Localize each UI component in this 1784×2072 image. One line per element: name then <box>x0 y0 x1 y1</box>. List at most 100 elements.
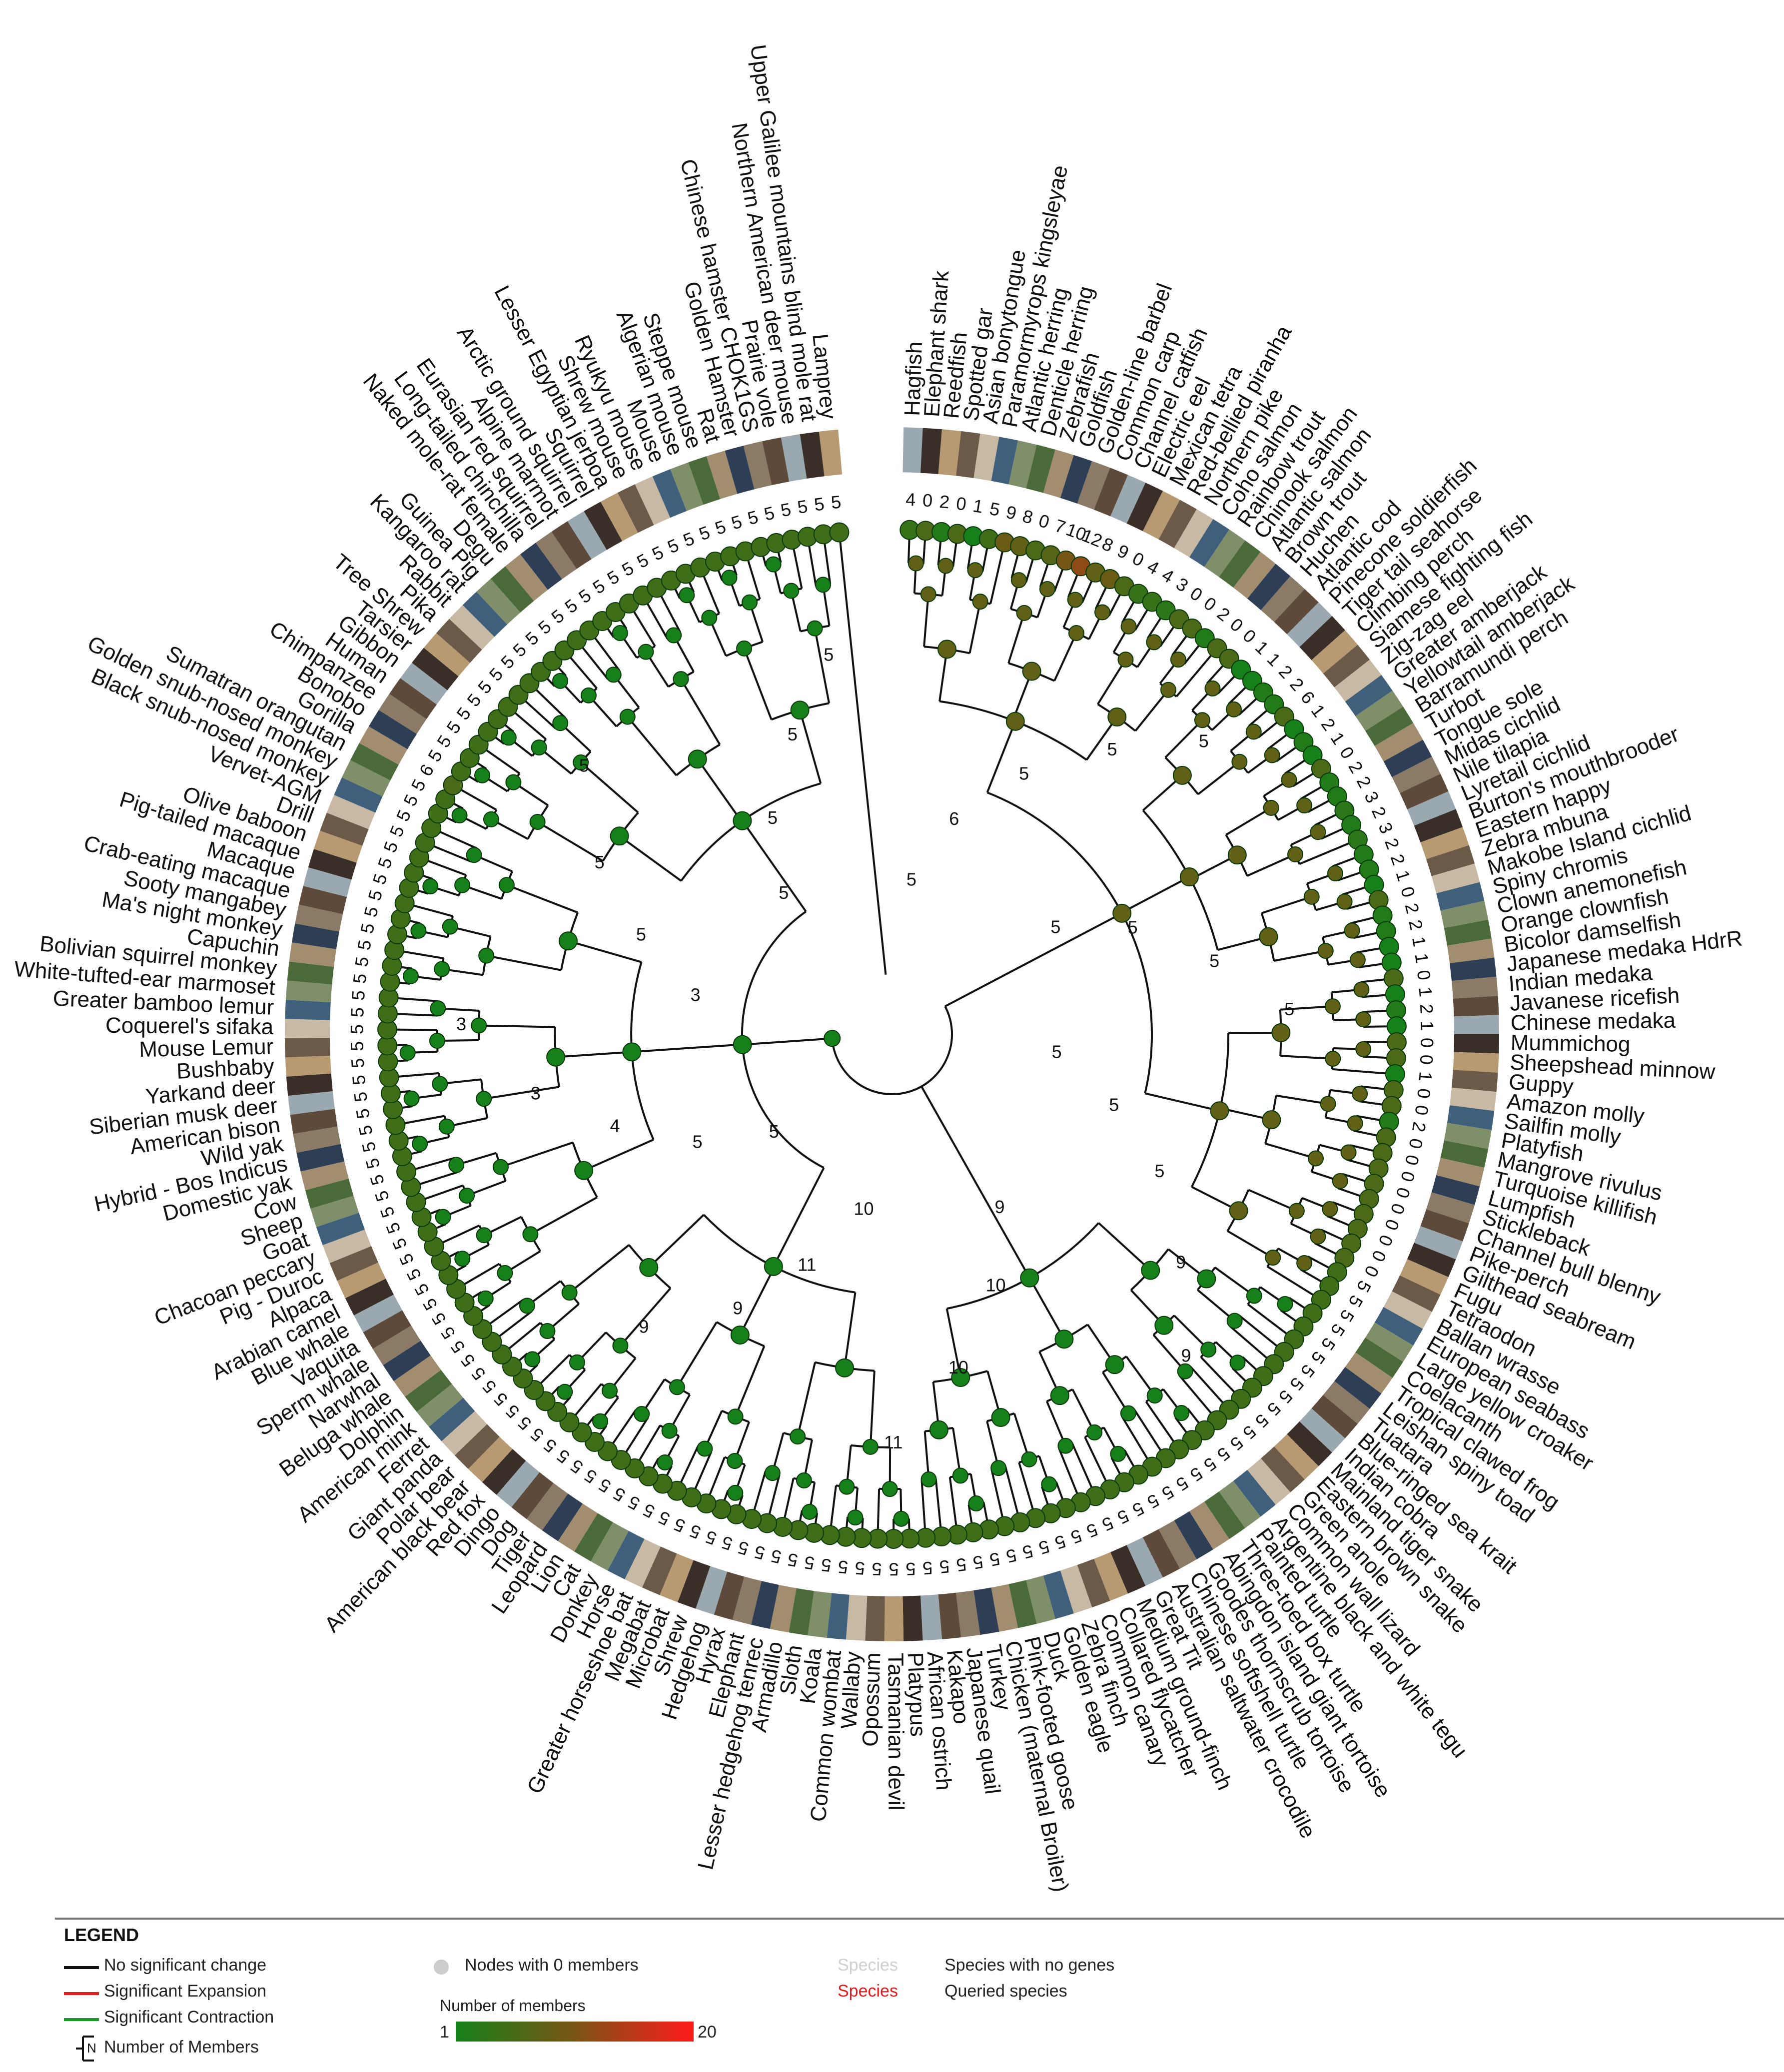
node-dot <box>558 931 578 951</box>
branch-line <box>734 1346 766 1417</box>
node-dot <box>1265 1250 1281 1266</box>
branch-line <box>786 1478 795 1508</box>
branch-line <box>532 707 556 729</box>
branch-line <box>1004 1466 1014 1496</box>
branch-line <box>968 601 981 654</box>
species-photo <box>1219 540 1261 588</box>
node-dot <box>1120 618 1137 635</box>
species-photo <box>1060 455 1092 504</box>
tip-count: 5 <box>837 1556 849 1578</box>
node-dot <box>1259 927 1278 946</box>
species-label: Bushbaby <box>176 1054 275 1083</box>
branch-line <box>429 1171 459 1182</box>
branch-line <box>556 1051 632 1058</box>
node-dot <box>802 1503 818 1520</box>
node-label: 5 <box>824 645 834 665</box>
branch-line <box>522 719 547 740</box>
node-dot <box>1160 682 1177 698</box>
species-photo <box>558 1503 598 1552</box>
species-photo <box>1345 1352 1393 1394</box>
node-dot <box>402 968 419 984</box>
node-dot <box>612 1338 629 1354</box>
species-photo <box>1454 1034 1499 1054</box>
branch-line <box>838 532 887 975</box>
tip-count: 5 <box>350 1091 371 1103</box>
species-photo <box>1233 1469 1276 1517</box>
branch-line <box>583 1139 654 1172</box>
species-photo <box>1420 827 1469 859</box>
node-dot <box>1120 1405 1136 1421</box>
species-photo <box>359 726 408 765</box>
branch-line <box>1197 1289 1235 1322</box>
species-photo <box>286 1073 333 1096</box>
legend-queried-species: Queried species <box>944 1982 1067 2001</box>
species-photo <box>313 830 363 863</box>
branch-line <box>652 612 669 640</box>
species-photo <box>1431 1175 1480 1205</box>
species-photo <box>1414 1226 1463 1260</box>
species-photo <box>991 1584 1018 1632</box>
branch-line <box>483 1086 560 1100</box>
node-dot <box>1041 1476 1057 1492</box>
node-dot <box>492 1159 509 1175</box>
species-photo <box>1334 660 1382 702</box>
species-photo <box>688 456 721 505</box>
species-photo <box>372 1326 421 1366</box>
species-photo <box>1094 468 1128 517</box>
node-dot <box>790 1428 806 1445</box>
branch-line <box>425 1157 455 1167</box>
node-dot <box>1022 662 1041 681</box>
node-dot <box>972 594 988 610</box>
node-dot <box>483 811 499 827</box>
members-scale-title: Number of members <box>440 1997 586 2015</box>
branch-line <box>844 1292 857 1368</box>
species-photo <box>383 1341 431 1381</box>
species-photo <box>316 1213 365 1246</box>
branch-line <box>434 1184 464 1197</box>
tip-count: 1 <box>1415 1071 1436 1082</box>
branch-line <box>600 646 620 671</box>
branch-line <box>1214 1267 1255 1297</box>
branch-line <box>952 1427 961 1476</box>
branch-line <box>934 1478 940 1509</box>
branch-line <box>506 884 578 914</box>
species-photo <box>600 493 638 542</box>
branch-line <box>684 1445 700 1473</box>
tip-node <box>829 522 850 543</box>
species-photo <box>751 1581 779 1629</box>
scale-max: 20 <box>698 2023 717 2042</box>
node-label: 5 <box>1052 1041 1062 1062</box>
node-dot <box>1263 799 1279 816</box>
node-label: 5 <box>1050 916 1060 937</box>
species-photo <box>652 469 687 518</box>
node-label: 9 <box>1176 1252 1186 1272</box>
node-dot <box>727 1484 744 1501</box>
species-photo <box>1142 491 1180 540</box>
species-photo <box>574 1513 613 1561</box>
branch-line <box>1097 659 1127 705</box>
node-dot <box>1200 1342 1217 1358</box>
node-dot <box>1340 1144 1357 1161</box>
species-photo <box>660 1553 694 1602</box>
branch-line <box>1276 1094 1328 1105</box>
branch-line <box>743 648 773 720</box>
branch-line <box>986 1420 1000 1468</box>
branch-line <box>414 952 444 960</box>
node-dot <box>1016 605 1032 621</box>
node-label: 5 <box>1107 739 1117 759</box>
node-dot <box>907 555 924 572</box>
node-dot <box>574 1161 594 1180</box>
species-photo <box>300 1161 349 1191</box>
species-photo <box>462 592 507 637</box>
node-dot <box>1344 922 1360 939</box>
species-photo <box>1247 1458 1291 1505</box>
node-dot <box>1197 1269 1216 1289</box>
node-dot <box>438 1118 455 1135</box>
node-dot <box>1296 797 1313 814</box>
branch-line <box>698 1451 713 1480</box>
species-photo <box>677 1560 711 1609</box>
branch-line <box>707 585 721 614</box>
species-photo <box>1374 723 1423 762</box>
node-dot <box>1086 1424 1103 1440</box>
node-dot <box>505 774 522 790</box>
